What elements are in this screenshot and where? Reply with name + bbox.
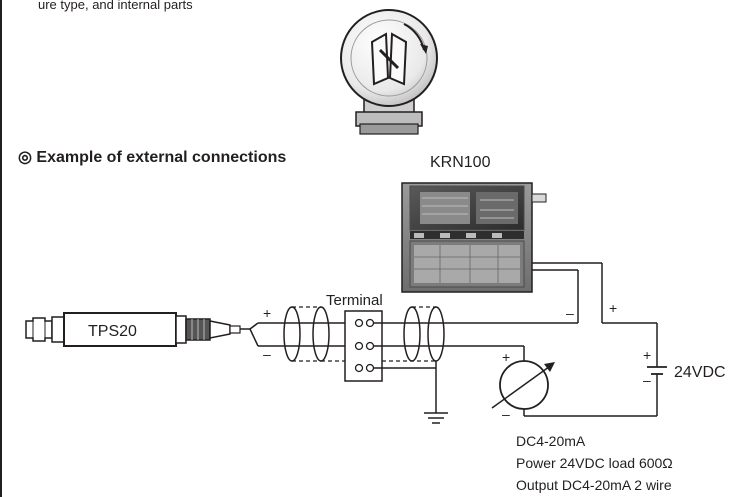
supply-label: 24VDC	[674, 364, 726, 381]
terminal-label: Terminal	[326, 292, 383, 309]
top-caption: ure type, and internal parts	[38, 0, 193, 12]
krn100-recorder-image	[401, 182, 547, 293]
device-plus-sign: +	[609, 300, 617, 316]
device-label: KRN100	[430, 154, 491, 171]
spec-line-1: DC4-20mA	[516, 433, 586, 449]
section-heading: ◎ Example of external connections	[18, 149, 286, 166]
meter-plus-sign: +	[502, 349, 510, 365]
battery-24vdc	[647, 323, 667, 416]
shield-left	[283, 306, 345, 362]
ground-symbol	[424, 361, 448, 424]
tps20-sensor	[25, 312, 241, 347]
spec-line-2: Power 24VDC load 600Ω	[516, 455, 673, 471]
device-minus-sign: –	[566, 305, 574, 321]
rotary-switch-image	[340, 9, 438, 135]
sensor-minus-sign: –	[263, 346, 271, 362]
sensor-label: TPS20	[88, 323, 137, 340]
battery-minus-sign: –	[643, 372, 651, 388]
current-meter-symbol	[491, 346, 657, 417]
battery-plus-sign: +	[643, 347, 651, 363]
shield-right	[382, 306, 445, 362]
spec-line-3: Output DC4-20mA 2 wire	[516, 477, 672, 493]
sensor-plus-sign: +	[263, 305, 271, 321]
meter-minus-sign: –	[502, 406, 510, 422]
